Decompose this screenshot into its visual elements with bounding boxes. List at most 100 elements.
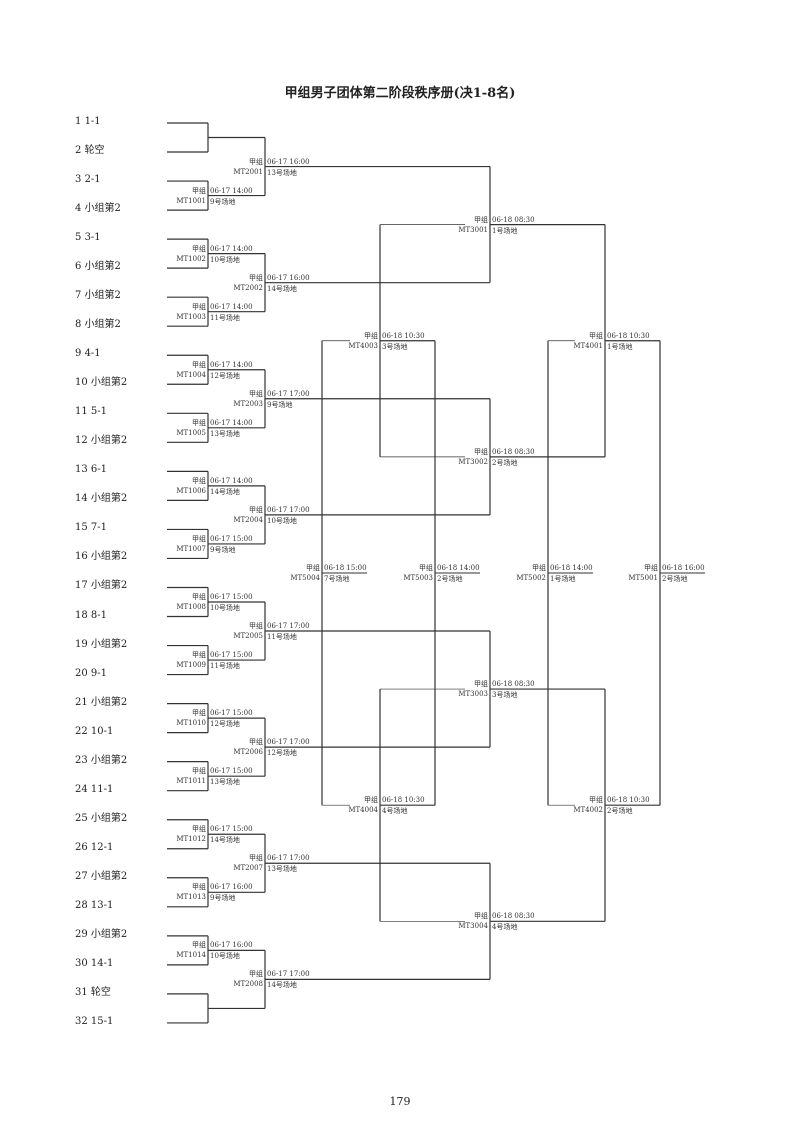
match-time: 06-18 10:30 bbox=[382, 796, 425, 805]
seed-name: 小组第2 bbox=[90, 435, 128, 447]
match-code: MT1011 bbox=[176, 777, 206, 786]
seed-entry: 3 2-1 bbox=[75, 174, 101, 186]
match-group: 甲组 bbox=[192, 534, 206, 543]
seed-number: 12 bbox=[75, 435, 88, 447]
match-time: 06-17 17:00 bbox=[267, 854, 310, 863]
match-group: 甲组 bbox=[192, 767, 206, 776]
seed-name: 1-1 bbox=[84, 116, 101, 127]
match-venue: 14号场地 bbox=[267, 284, 297, 293]
seed-number: 5 bbox=[75, 232, 82, 244]
match-venue: 3号场地 bbox=[492, 691, 518, 700]
seed-name: 4-1 bbox=[84, 348, 101, 360]
match-group: 甲组 bbox=[306, 563, 320, 572]
match-time: 06-17 17:00 bbox=[267, 389, 310, 398]
match-time: 06-18 10:30 bbox=[382, 331, 425, 340]
seed-number: 7 bbox=[75, 290, 82, 302]
match-group: 甲组 bbox=[192, 592, 206, 601]
seed-name: 小组第2 bbox=[90, 928, 128, 940]
match-code: MT2001 bbox=[233, 167, 263, 176]
seed-name: 小组第2 bbox=[84, 203, 121, 215]
seed-entry: 20 9-1 bbox=[75, 668, 107, 680]
match-group: 甲组 bbox=[644, 563, 658, 572]
match-time: 06-18 08:30 bbox=[492, 447, 535, 456]
seed-name: 2-1 bbox=[84, 174, 101, 186]
match-group: 甲组 bbox=[192, 651, 206, 660]
match-group: 甲组 bbox=[474, 680, 488, 689]
match-group: 甲组 bbox=[192, 186, 206, 195]
seed-number: 31 bbox=[75, 986, 88, 998]
seed-number: 21 bbox=[75, 696, 88, 708]
seed-number: 4 bbox=[75, 203, 82, 215]
match-time: 06-17 15:00 bbox=[210, 767, 253, 776]
match-venue: 9号场地 bbox=[267, 400, 293, 409]
seed-entry: 22 10-1 bbox=[75, 726, 113, 738]
match-group: 甲组 bbox=[249, 738, 263, 747]
seed-number: 26 bbox=[75, 841, 88, 853]
match-group: 甲组 bbox=[192, 476, 206, 485]
seed-number: 1 bbox=[75, 116, 82, 127]
seed-entry: 7 小组第2 bbox=[75, 290, 121, 302]
seed-entry: 13 6-1 bbox=[75, 464, 107, 476]
seed-number: 20 bbox=[75, 667, 88, 679]
seed-number: 22 bbox=[75, 725, 88, 737]
seed-name: 11-1 bbox=[90, 783, 114, 795]
match-venue: 12号场地 bbox=[210, 720, 240, 729]
match-group: 甲组 bbox=[249, 157, 263, 166]
match-time: 06-18 14:00 bbox=[437, 563, 480, 572]
match-venue: 2号场地 bbox=[492, 458, 518, 467]
match-group: 甲组 bbox=[249, 622, 263, 631]
seed-entry: 30 14-1 bbox=[75, 958, 113, 970]
seed-name: 轮空 bbox=[84, 145, 105, 157]
match-code: MT3003 bbox=[458, 690, 488, 699]
seed-number: 29 bbox=[75, 928, 88, 940]
seed-entry: 23 小组第2 bbox=[75, 755, 127, 767]
match-time: 06-17 14:00 bbox=[210, 476, 253, 485]
match-group: 甲组 bbox=[249, 970, 263, 979]
match-group: 甲组 bbox=[249, 273, 263, 282]
match-group: 甲组 bbox=[192, 941, 206, 950]
seed-entry: 29 小组第2 bbox=[75, 929, 127, 941]
seed-name: 13-1 bbox=[90, 899, 114, 911]
match-venue: 13号场地 bbox=[210, 778, 240, 787]
seed-name: 15-1 bbox=[90, 1015, 114, 1027]
match-time: 06-17 14:00 bbox=[210, 360, 253, 369]
seed-number: 28 bbox=[75, 899, 88, 911]
seed-number: 17 bbox=[75, 580, 88, 592]
seed-number: 27 bbox=[75, 870, 88, 882]
seed-number: 10 bbox=[75, 377, 88, 389]
match-time: 06-17 15:00 bbox=[210, 651, 253, 660]
seed-entry: 17 小组第2 bbox=[75, 580, 127, 592]
match-group: 甲组 bbox=[192, 360, 206, 369]
match-venue: 11号场地 bbox=[210, 662, 240, 671]
match-time: 06-18 08:30 bbox=[492, 680, 535, 689]
match-code: MT2005 bbox=[233, 632, 263, 641]
match-time: 06-17 16:00 bbox=[210, 883, 253, 892]
match-code: MT2006 bbox=[233, 748, 263, 757]
match-code: MT1005 bbox=[176, 428, 206, 437]
seed-entry: 4 小组第2 bbox=[75, 203, 121, 215]
seed-number: 14 bbox=[75, 493, 88, 505]
match-time: 06-18 10:30 bbox=[607, 796, 650, 805]
match-venue: 9号场地 bbox=[210, 545, 236, 554]
seed-number: 2 bbox=[75, 145, 82, 157]
match-group: 甲组 bbox=[474, 912, 488, 921]
seed-entry: 12 小组第2 bbox=[75, 435, 127, 447]
seed-name: 轮空 bbox=[90, 986, 111, 998]
match-group: 甲组 bbox=[192, 709, 206, 718]
seed-name: 3-1 bbox=[84, 232, 101, 244]
seed-name: 小组第2 bbox=[84, 290, 121, 302]
match-code: MT1013 bbox=[176, 893, 206, 902]
seed-entry: 5 3-1 bbox=[75, 232, 101, 244]
seed-name: 14-1 bbox=[90, 957, 114, 969]
match-time: 06-17 14:00 bbox=[210, 302, 253, 311]
match-time: 06-18 14:00 bbox=[550, 563, 593, 572]
match-code: MT4004 bbox=[348, 806, 378, 815]
match-group: 甲组 bbox=[192, 825, 206, 834]
seed-entry: 11 5-1 bbox=[75, 406, 107, 418]
match-time: 06-17 17:00 bbox=[267, 970, 310, 979]
match-group: 甲组 bbox=[192, 302, 206, 311]
match-time: 06-18 15:00 bbox=[324, 563, 367, 572]
match-venue: 1号场地 bbox=[550, 574, 576, 583]
seed-entry: 9 4-1 bbox=[75, 348, 101, 360]
match-time: 06-17 14:00 bbox=[210, 186, 253, 195]
